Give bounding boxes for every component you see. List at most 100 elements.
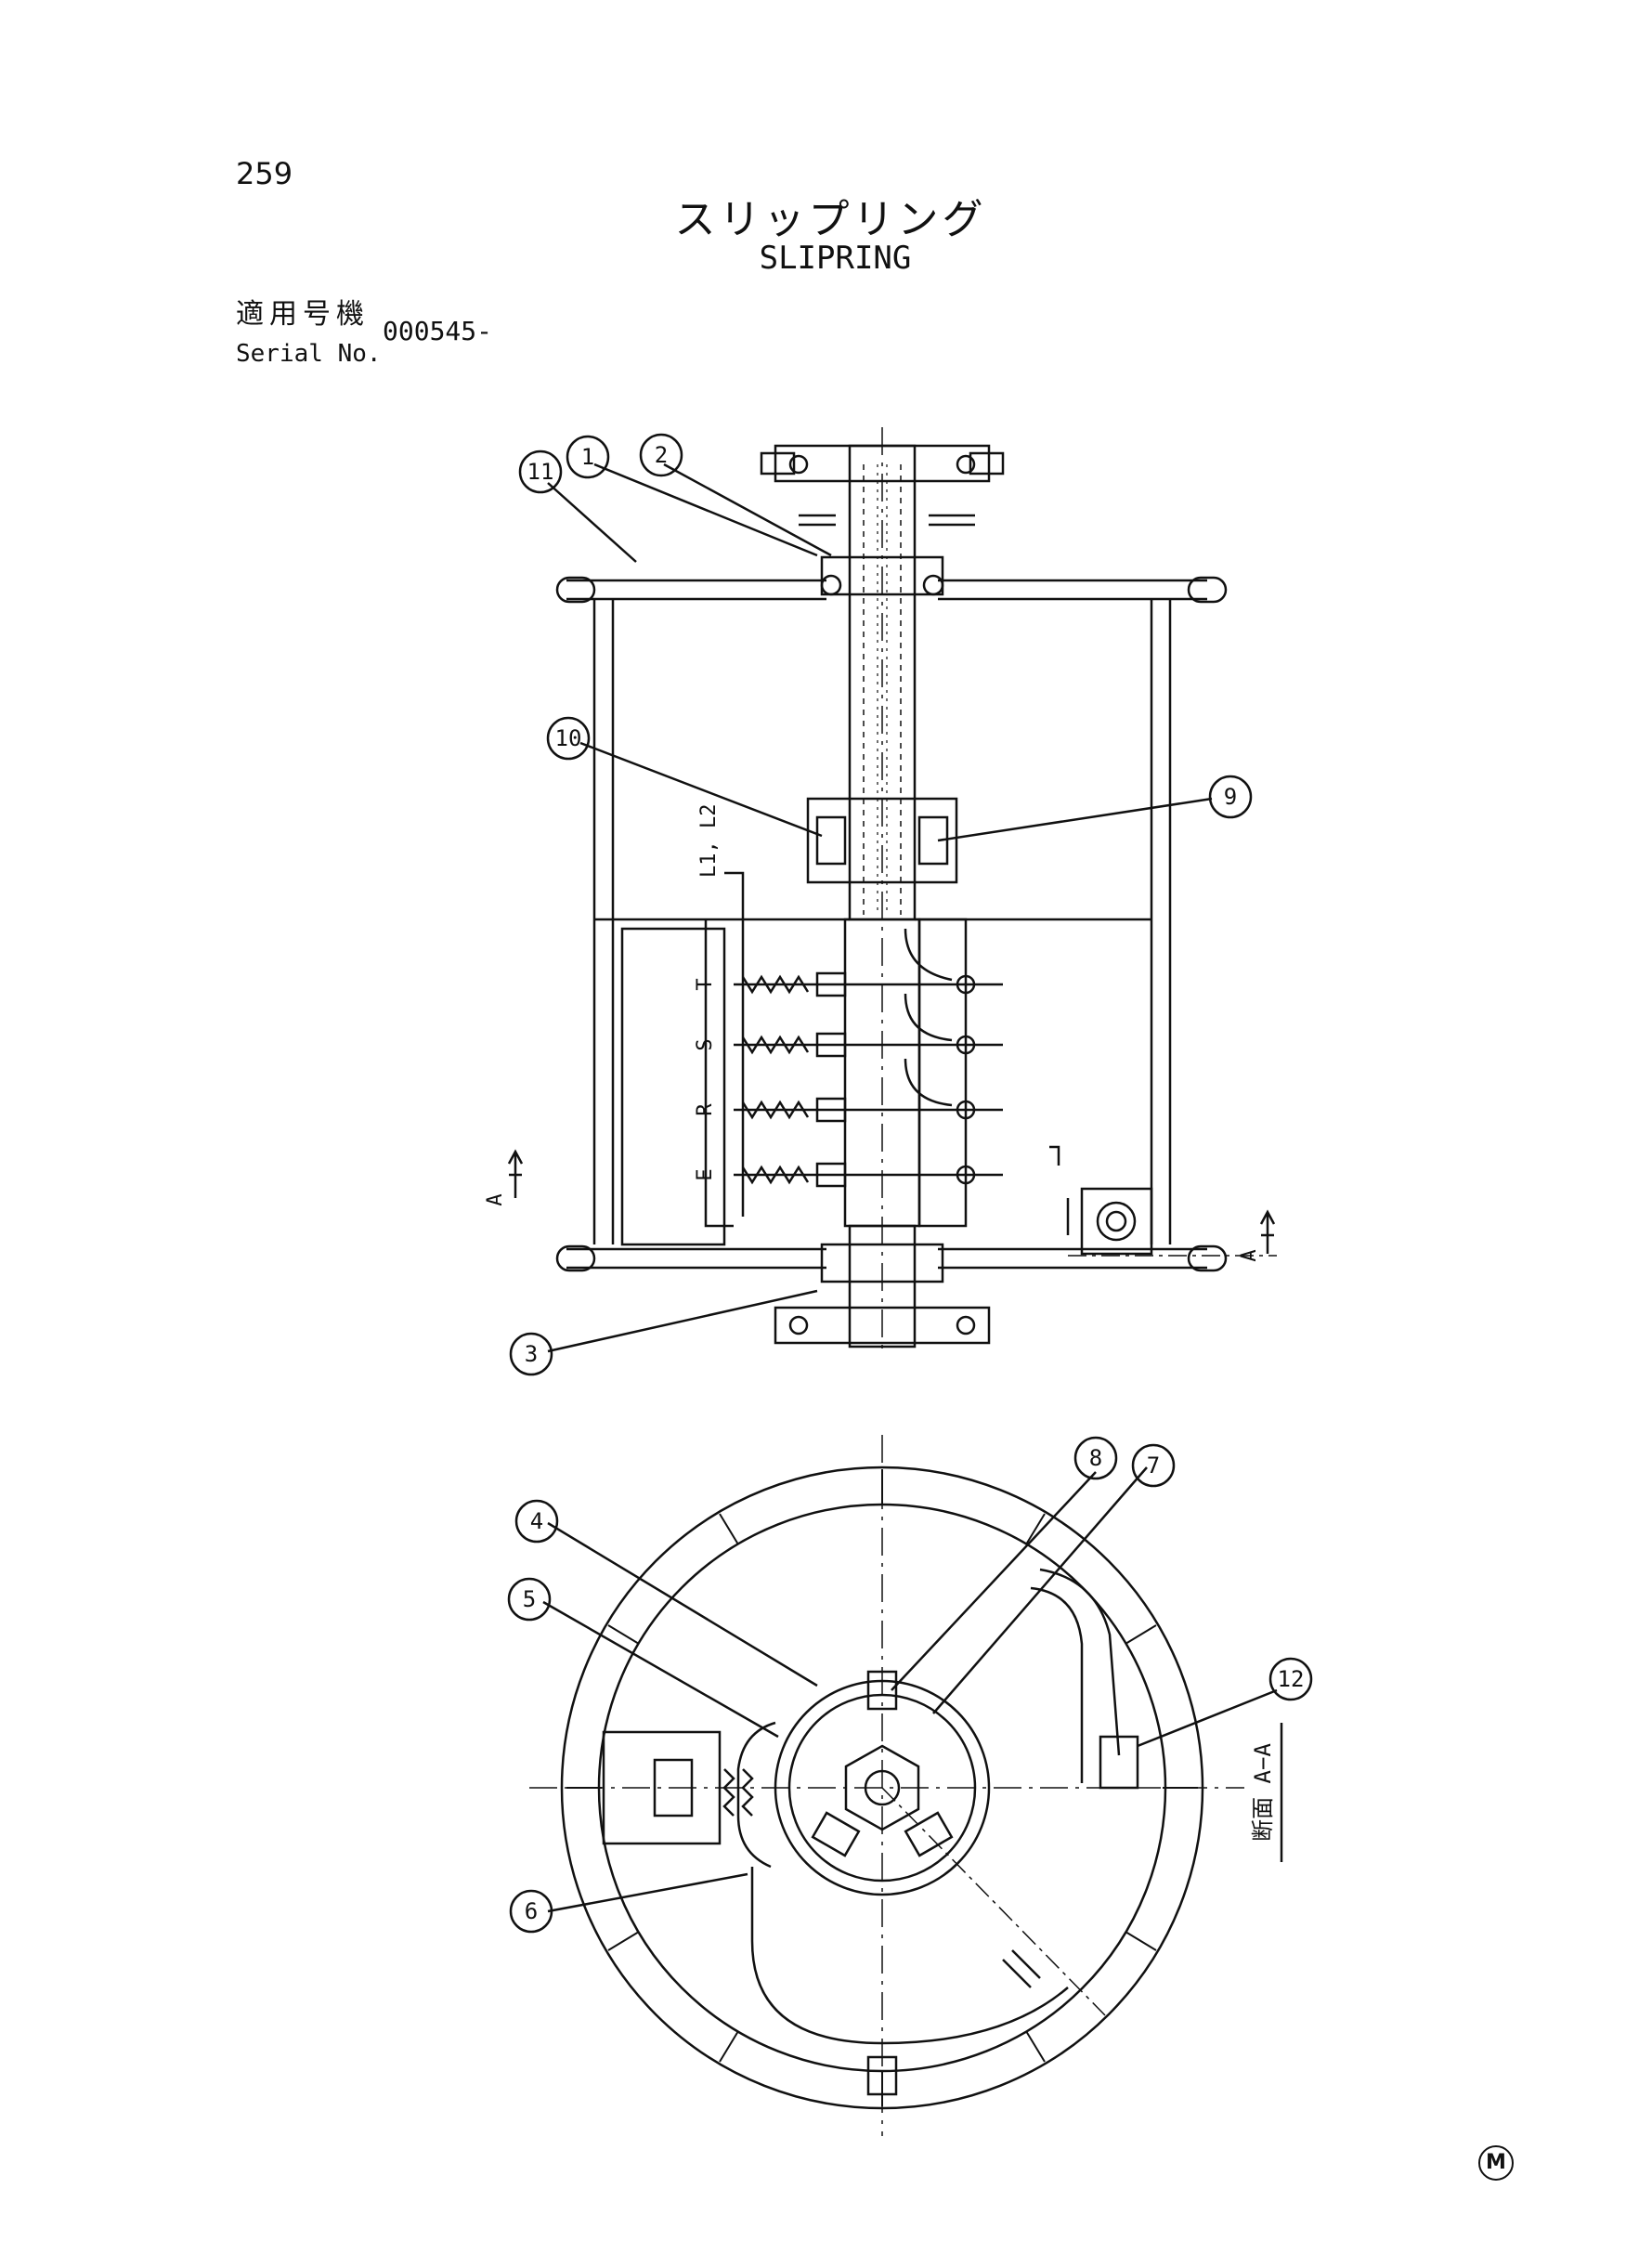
cable-clamp	[1002, 1949, 1041, 1988]
leader-8	[891, 1471, 1097, 1691]
brush-bottom	[866, 2055, 898, 2096]
top-flange-ear-left	[760, 451, 796, 476]
insulator-s	[741, 1032, 847, 1058]
cable-gland-icon	[1096, 1201, 1137, 1242]
terminal-box-section	[602, 1730, 722, 1845]
page-number: 259	[236, 156, 293, 191]
brush-top	[866, 1670, 898, 1711]
svg-text:4: 4	[530, 1508, 543, 1534]
upper-bracket	[799, 514, 975, 527]
lower-hub	[820, 1243, 944, 1283]
svg-text:2: 2	[655, 442, 668, 468]
frame-bottom-right-end	[1187, 1244, 1228, 1272]
leader-9	[937, 797, 1213, 842]
frame-bottom-left-end	[555, 1244, 596, 1272]
stiffener	[1125, 1624, 1157, 1645]
frame-top-right-end	[1187, 576, 1228, 604]
serial-label-english: Serial No.	[236, 340, 382, 368]
frame-top-left-end	[555, 576, 596, 604]
brush-holder-block	[806, 797, 958, 884]
bolt-icon	[956, 454, 976, 475]
section-arrow-right-icon	[1259, 1209, 1276, 1254]
svg-text:1: 1	[581, 444, 594, 470]
bolt-icon	[956, 1035, 976, 1055]
cable-gland-inner-icon	[1105, 1210, 1127, 1232]
slip-ring-housing	[917, 918, 968, 1228]
label-l1-l2: L1, L2	[697, 804, 721, 878]
svg-text:12: 12	[1278, 1666, 1305, 1692]
bolt-icon	[956, 974, 976, 995]
callout-11: 11	[518, 449, 563, 494]
frame-bottom-beam-right	[938, 1247, 1207, 1270]
leader-2	[663, 463, 832, 557]
section-view-a-a	[529, 1435, 1278, 2136]
ground-cable	[704, 919, 734, 1228]
brush-right	[904, 1811, 954, 1857]
frame-left-post	[592, 599, 615, 1244]
slip-ring-rows	[734, 928, 1003, 1188]
manufacturer-mark-icon: M	[1478, 2145, 1514, 2181]
label-phase-s: S	[694, 1038, 717, 1050]
label-phase-r: R	[694, 1103, 717, 1116]
drawing-labels: L1, L2 T S R E A A 断面 A−A	[484, 804, 1276, 1842]
callout-6: 6	[509, 1889, 553, 1934]
brush-holder-left	[815, 815, 847, 866]
callout-12: 12	[1268, 1657, 1313, 1701]
insulator-r	[741, 1097, 847, 1123]
callout-3: 3	[509, 1332, 553, 1376]
stiffener	[1025, 2030, 1046, 2063]
leader-6	[547, 1872, 748, 1913]
svg-text:9: 9	[1224, 784, 1237, 810]
terminal-box	[620, 927, 726, 1246]
bolt-icon	[820, 574, 842, 596]
callout-7: 7	[1131, 1443, 1176, 1488]
title-japanese: スリップリング	[674, 196, 987, 243]
bolt-icon	[788, 1315, 809, 1335]
svg-text:6: 6	[525, 1898, 538, 1924]
upper-hub	[820, 555, 944, 596]
callout-8: 8	[1073, 1436, 1118, 1480]
leader-11	[547, 482, 637, 563]
label-phase-e: E	[694, 1168, 717, 1180]
insulator-t	[741, 971, 847, 997]
frame-bottom-beam-left	[566, 1247, 826, 1270]
svg-text:3: 3	[525, 1341, 538, 1367]
callout-10: 10	[546, 716, 591, 761]
cable-gland-section-icon	[1099, 1735, 1139, 1790]
bolt-icon	[788, 454, 809, 475]
elevation-view	[507, 427, 1277, 1356]
svg-text:8: 8	[1089, 1445, 1102, 1471]
section-marker-left: A	[484, 1193, 507, 1205]
callout-9: 9	[1208, 775, 1253, 819]
brush-left	[811, 1811, 861, 1857]
cable-l1-l2	[724, 871, 745, 1217]
brush-holder-arc	[736, 1721, 776, 1869]
callout-2: 2	[639, 433, 683, 477]
leader-10	[579, 741, 823, 838]
cable-route-upper	[1039, 1568, 1121, 1756]
terminal-block	[653, 1758, 694, 1818]
section-marker-right: A	[1238, 1249, 1261, 1261]
frame-top-beam-right	[938, 579, 1207, 601]
svg-text:7: 7	[1147, 1453, 1160, 1479]
serial-label: 適用号機 Serial No.	[236, 295, 382, 373]
callouts: 11 1 2 10 9 3 4 5	[507, 433, 1313, 1934]
bolt-icon	[956, 1100, 976, 1120]
callout-4: 4	[514, 1499, 559, 1544]
section-arrow-left-icon	[507, 1149, 524, 1198]
svg-text:5: 5	[523, 1586, 536, 1612]
top-flange-ear-right	[969, 451, 1005, 476]
stiffener	[607, 1624, 640, 1645]
stiffener	[1025, 1513, 1046, 1545]
leader-4	[547, 1521, 818, 1687]
callout-1: 1	[566, 435, 610, 479]
title-english: SLIPRING	[759, 240, 912, 277]
bolt-icon	[922, 574, 944, 596]
serial-number-value: 000545-	[383, 316, 493, 346]
brush-holder-right	[917, 815, 949, 866]
cable-route	[750, 1867, 1069, 2045]
cable-gland-box	[1080, 1187, 1153, 1256]
bolt-icon	[956, 1165, 976, 1185]
leader-12	[1137, 1688, 1278, 1748]
